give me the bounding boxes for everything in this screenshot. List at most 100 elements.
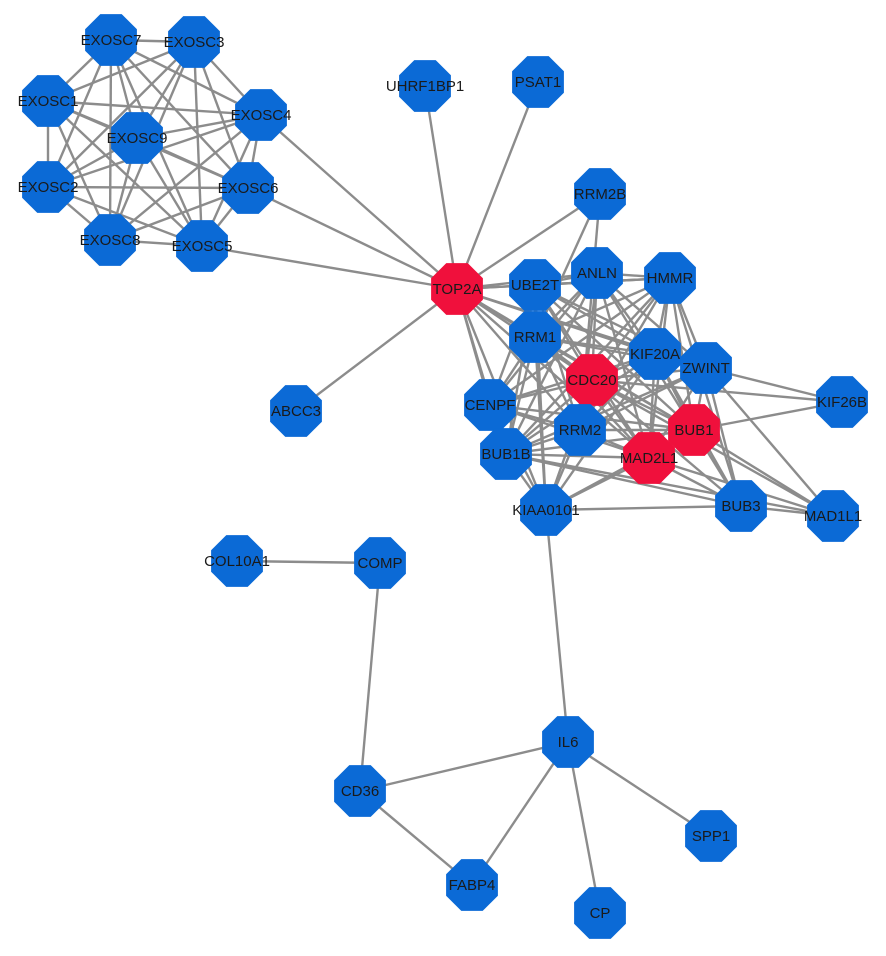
node-col10a1[interactable]: COL10A1 [204,535,270,587]
edge-hmmr-cenpf [489,277,671,406]
node-label: RRM1 [514,329,557,346]
node-kif20a[interactable]: KIF20A [629,328,681,380]
node-ube2t[interactable]: UBE2T [509,259,561,311]
node-exosc4[interactable]: EXOSC4 [231,89,292,141]
node-octagon [334,765,386,817]
node-octagon [574,168,626,220]
node-psat1[interactable]: PSAT1 [512,56,564,108]
edge-il6-cd36 [359,740,569,793]
node-octagon [623,432,675,484]
node-exosc9[interactable]: EXOSC9 [107,112,168,164]
node-exosc8[interactable]: EXOSC8 [80,214,141,266]
node-octagon [222,162,274,214]
node-octagon [480,428,532,480]
node-top2a[interactable]: TOP2A [431,263,483,315]
node-octagon [542,716,594,768]
node-octagon [512,56,564,108]
edge-kiaa0101-il6 [544,509,570,743]
node-label: UHRF1BP1 [386,78,464,95]
node-label: COMP [358,555,403,572]
node-label: CDC20 [567,372,616,389]
node-exosc6[interactable]: EXOSC6 [218,162,279,214]
node-rrm2b[interactable]: RRM2B [574,168,627,220]
node-octagon [807,490,859,542]
node-octagon [22,75,74,127]
node-mad1l1[interactable]: MAD1L1 [804,490,862,542]
node-label: PSAT1 [515,74,561,91]
node-label: EXOSC5 [172,238,233,255]
edge-comp-cd36 [358,562,382,792]
node-spp1[interactable]: SPP1 [685,810,737,862]
node-octagon [354,537,406,589]
node-label: COL10A1 [204,553,270,570]
node-label: MAD2L1 [620,450,678,467]
node-label: ANLN [577,265,617,282]
node-mad2l1[interactable]: MAD2L1 [620,432,678,484]
edge-exosc1-exosc4 [47,99,262,117]
node-label: MAD1L1 [804,508,862,525]
node-octagon [574,887,626,939]
node-fabp4[interactable]: FABP4 [446,859,498,911]
node-zwint[interactable]: ZWINT [680,342,732,394]
node-rrm1[interactable]: RRM1 [509,311,561,363]
edge-il6-cp [566,741,602,914]
node-label: EXOSC8 [80,232,141,249]
node-cdc20[interactable]: CDC20 [566,354,618,406]
node-label: SPP1 [692,828,730,845]
node-exosc3[interactable]: EXOSC3 [164,16,225,68]
node-octagon [668,404,720,456]
edge-exosc7-exosc6 [110,39,249,189]
edge-uhrf1bp1-top2a [423,85,459,290]
node-label: ABCC3 [271,403,321,420]
node-octagon [270,385,322,437]
node-exosc2[interactable]: EXOSC2 [18,161,79,213]
node-uhrf1bp1[interactable]: UHRF1BP1 [386,60,464,112]
node-comp[interactable]: COMP [354,537,406,589]
edges-layer [46,38,843,914]
edge-exosc5-top2a [201,244,458,291]
edge-bub1b-mad1l1 [505,452,834,518]
node-label: RRM2 [559,422,602,439]
node-exosc1[interactable]: EXOSC1 [18,75,79,127]
node-il6[interactable]: IL6 [542,716,594,768]
node-octagon [235,89,287,141]
node-rrm2[interactable]: RRM2 [554,404,606,456]
node-label: EXOSC1 [18,93,79,110]
node-octagon [571,247,623,299]
node-label: BUB3 [721,498,760,515]
node-label: BUB1B [481,446,530,463]
node-octagon [399,60,451,112]
node-abcc3[interactable]: ABCC3 [270,385,322,437]
node-cp[interactable]: CP [574,887,626,939]
edge-exosc6-top2a [247,186,458,291]
node-hmmr[interactable]: HMMR [644,252,696,304]
node-label: FABP4 [449,877,496,894]
node-octagon [644,252,696,304]
node-octagon [22,161,74,213]
node-bub1b[interactable]: BUB1B [480,428,532,480]
node-label: EXOSC9 [107,130,168,147]
node-anln[interactable]: ANLN [571,247,623,299]
edge-exosc3-exosc2 [47,41,195,188]
node-label: EXOSC4 [231,107,292,124]
edge-exosc4-top2a [260,114,458,290]
node-octagon [554,404,606,456]
node-octagon [111,112,163,164]
node-bub1[interactable]: BUB1 [668,404,720,456]
edge-il6-fabp4 [471,741,569,886]
node-label: IL6 [558,734,579,751]
node-kif26b[interactable]: KIF26B [816,376,868,428]
edge-bub1b-bub3 [505,452,742,508]
node-exosc5[interactable]: EXOSC5 [172,220,233,272]
node-label: ZWINT [682,360,729,377]
node-cd36[interactable]: CD36 [334,765,386,817]
node-cenpf[interactable]: CENPF [464,379,516,431]
node-label: TOP2A [433,281,482,298]
node-kiaa0101[interactable]: KIAA0101 [512,484,580,536]
node-bub3[interactable]: BUB3 [715,480,767,532]
node-exosc7[interactable]: EXOSC7 [81,14,142,66]
node-octagon [509,259,561,311]
node-label: KIAA0101 [512,502,580,519]
